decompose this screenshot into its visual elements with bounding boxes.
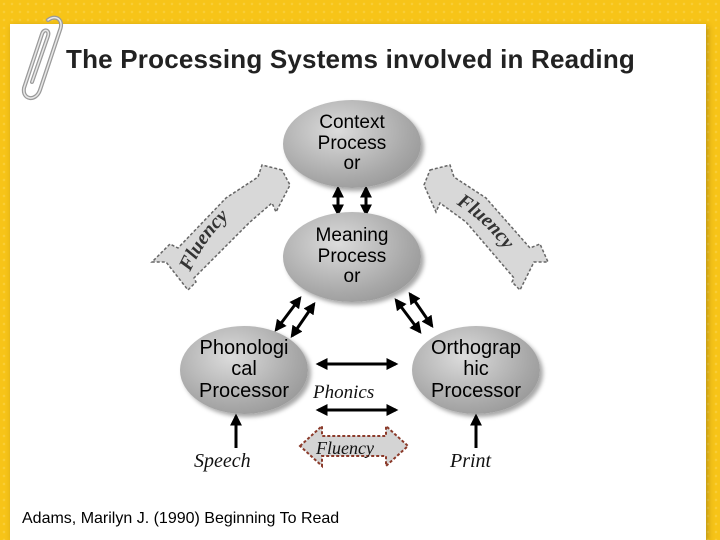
paperclip-icon	[18, 12, 64, 109]
meaning-processor-label: Meaning Process or	[315, 225, 389, 288]
orthographic-processor-node: Orthograp hic Processor	[412, 326, 540, 414]
context-processor-node: Context Process or	[283, 100, 421, 188]
phonological-processor-label: Phonologi cal Processor	[198, 336, 290, 402]
phonics-label: Phonics	[313, 382, 375, 403]
meaning-phonological-arrow-a	[274, 296, 302, 332]
slide-title: The Processing Systems involved in Readi…	[66, 44, 636, 74]
phonological-processor-node: Phonologi cal Processor	[180, 326, 308, 414]
fluency-bottom-arrow	[298, 423, 410, 469]
context-processor-label: Context Process or	[317, 112, 387, 175]
fluency-bottom-label: Fluency	[316, 438, 374, 458]
speech-label: Speech	[194, 450, 251, 472]
orthographic-processor-label: Orthograp hic Processor	[430, 336, 522, 402]
meaning-orthographic-arrow-b	[408, 292, 434, 328]
fluency-right-arrow	[423, 164, 550, 292]
print-label: Print	[450, 450, 492, 472]
meaning-phonological-arrow-b	[290, 302, 316, 338]
fluency-left-arrow	[150, 164, 291, 292]
meaning-processor-node: Meaning Process or	[283, 212, 421, 302]
citation: Adams, Marilyn J. (1990) Beginning To Re…	[22, 510, 340, 527]
